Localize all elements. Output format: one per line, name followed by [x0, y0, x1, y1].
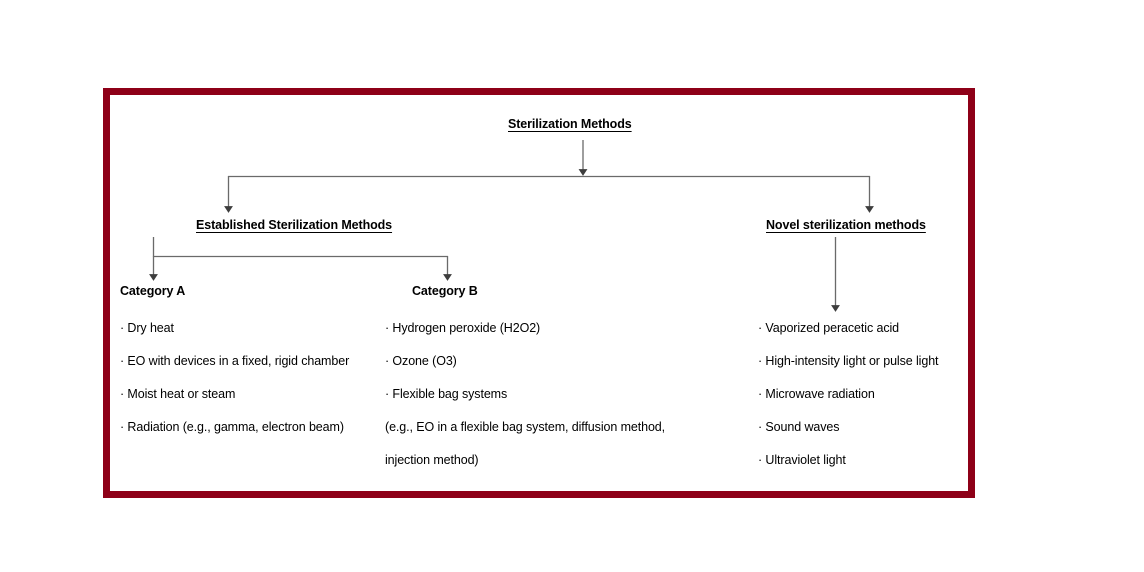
diagram-frame — [103, 88, 975, 498]
list-item: · Hydrogen peroxide (H2O2) — [385, 321, 541, 335]
list-item: · Sound waves — [758, 420, 840, 434]
list-item: · Radiation (e.g., gamma, electron beam) — [120, 420, 344, 434]
list-item: · Microwave radiation — [758, 387, 875, 401]
root-node-title: Sterilization Methods — [508, 117, 632, 131]
list-item: · EO with devices in a fixed, rigid cham… — [120, 354, 350, 368]
list-item: · Vaporized peracetic acid — [758, 321, 899, 335]
list-item: · Flexible bag systems — [385, 387, 508, 401]
node-novel-sterilization-methods: Novel sterilization methods — [766, 218, 926, 232]
list-item: (e.g., EO in a flexible bag system, diff… — [385, 420, 666, 434]
category-a-item-list: · Dry heat · EO with devices in a fixed,… — [120, 312, 390, 444]
list-item: · Dry heat — [120, 321, 174, 335]
category-b-item-list: · Hydrogen peroxide (H2O2) · Ozone (O3) … — [385, 312, 745, 477]
node-category-b: Category B — [412, 284, 478, 298]
list-item: · Ultraviolet light — [758, 453, 846, 467]
list-item: injection method) — [385, 453, 479, 467]
node-established-sterilization-methods: Established Sterilization Methods — [196, 218, 393, 232]
node-category-a: Category A — [120, 284, 186, 298]
list-item: · Ozone (O3) — [385, 354, 457, 368]
list-item: · High-intensity light or pulse light — [758, 354, 939, 368]
novel-methods-item-list: · Vaporized peracetic acid · High-intens… — [758, 312, 988, 477]
list-item: · Moist heat or steam — [120, 387, 236, 401]
